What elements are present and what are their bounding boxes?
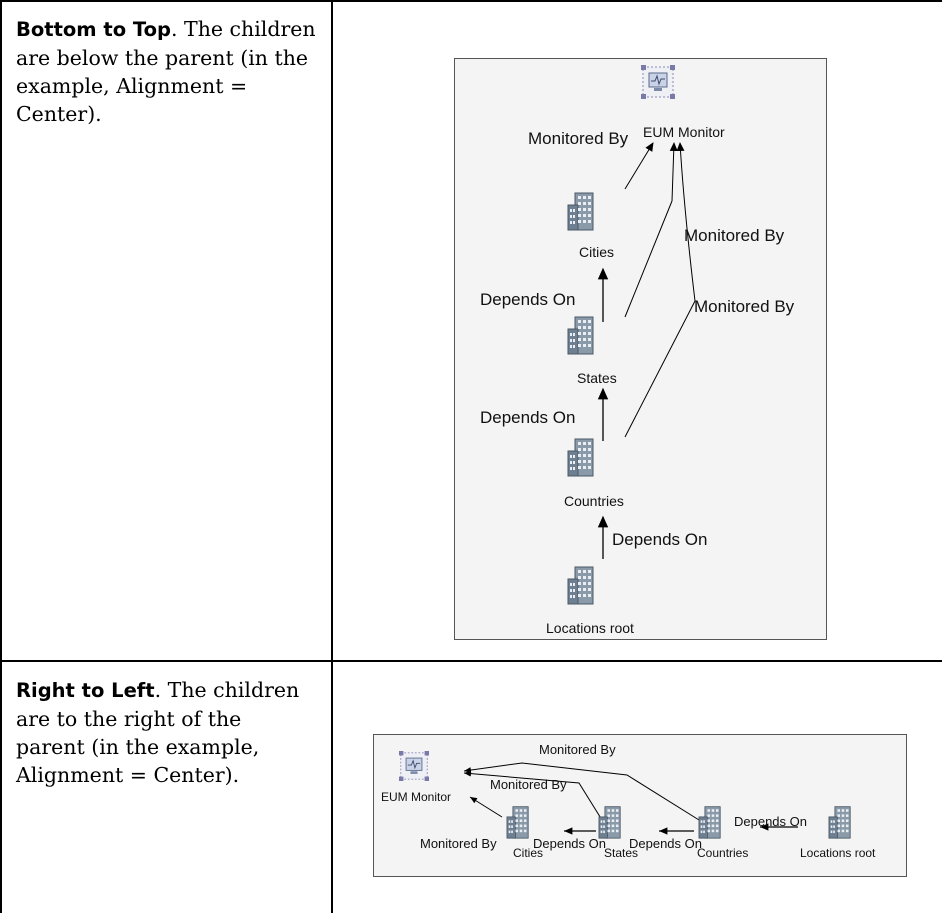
edge-label: Depends On (629, 836, 702, 851)
building-icon (567, 438, 594, 477)
edge-label: Depends On (480, 290, 575, 309)
node-locations-root: Locations root (546, 566, 634, 636)
edge-states-eum-2 (669, 142, 678, 202)
node-label: Locations root (800, 846, 876, 860)
edge-label: Depends On (734, 814, 807, 829)
row2-description: Right to Left. The children are to the r… (16, 676, 316, 789)
node-label: Cities (513, 846, 543, 860)
edge-label: Depends On (533, 836, 606, 851)
edge-states-eum (624, 200, 673, 318)
node-label: Locations root (546, 620, 634, 636)
edge-label: Monitored By (539, 742, 616, 757)
row1-desc: . The children are below the parent (in … (16, 17, 316, 126)
table-left-border (0, 0, 2, 913)
edge-label: Depends On (480, 408, 575, 427)
node-label: Countries (564, 493, 624, 509)
node-label: Cities (579, 244, 614, 260)
row1-title: Bottom to Top (16, 18, 171, 41)
edge-cities-eum (624, 142, 654, 190)
table-top-border (0, 0, 942, 2)
building-icon (828, 806, 851, 839)
node-label: EUM Monitor (643, 124, 725, 140)
edge-label: Depends On (612, 530, 707, 549)
node-cities: Cities (567, 192, 614, 260)
node-eum-monitor: EUM Monitor (641, 65, 725, 140)
node-locations-root: Locations root (800, 806, 876, 860)
node-countries: Countries (697, 806, 748, 860)
row2-desc: . The children are to the right of the p… (16, 678, 300, 787)
node-states: States (567, 316, 617, 386)
node-label: States (604, 846, 638, 860)
node-label: States (577, 370, 617, 386)
building-icon (698, 806, 721, 839)
edges (597, 142, 696, 559)
building-icon (567, 192, 594, 231)
diagram-bottom-to-top: EUM Monitor Cities States Countries Loca… (454, 58, 827, 640)
edge-countries-eum (624, 142, 696, 438)
edge-label: Monitored By (684, 226, 785, 245)
row2-title: Right to Left (16, 679, 155, 702)
edge-states-eum (463, 770, 603, 821)
monitor-icon (641, 65, 675, 99)
building-icon (598, 806, 621, 839)
monitor-icon (399, 751, 429, 781)
node-label: EUM Monitor (381, 790, 451, 804)
building-icon (567, 566, 594, 605)
edge-cities-eum (469, 796, 503, 818)
node-label: Countries (697, 846, 748, 860)
node-eum-monitor: EUM Monitor (381, 751, 451, 804)
node-cities: Cities (506, 806, 543, 860)
row-divider (0, 660, 942, 662)
edge-label: Monitored By (420, 836, 497, 851)
column-divider (331, 0, 333, 913)
row1-description: Bottom to Top. The children are below th… (16, 15, 316, 128)
building-icon (506, 806, 529, 839)
edge-label: Monitored By (528, 129, 629, 148)
node-countries: Countries (564, 438, 624, 509)
diagram-right-to-left: EUM Monitor Cities States Countries Loca… (373, 734, 907, 877)
edge-label: Monitored By (490, 777, 567, 792)
edge-label: Monitored By (694, 297, 795, 316)
edges (463, 762, 798, 835)
node-states: States (598, 806, 638, 860)
edge-countries-eum-top (463, 762, 700, 821)
building-icon (567, 316, 594, 355)
